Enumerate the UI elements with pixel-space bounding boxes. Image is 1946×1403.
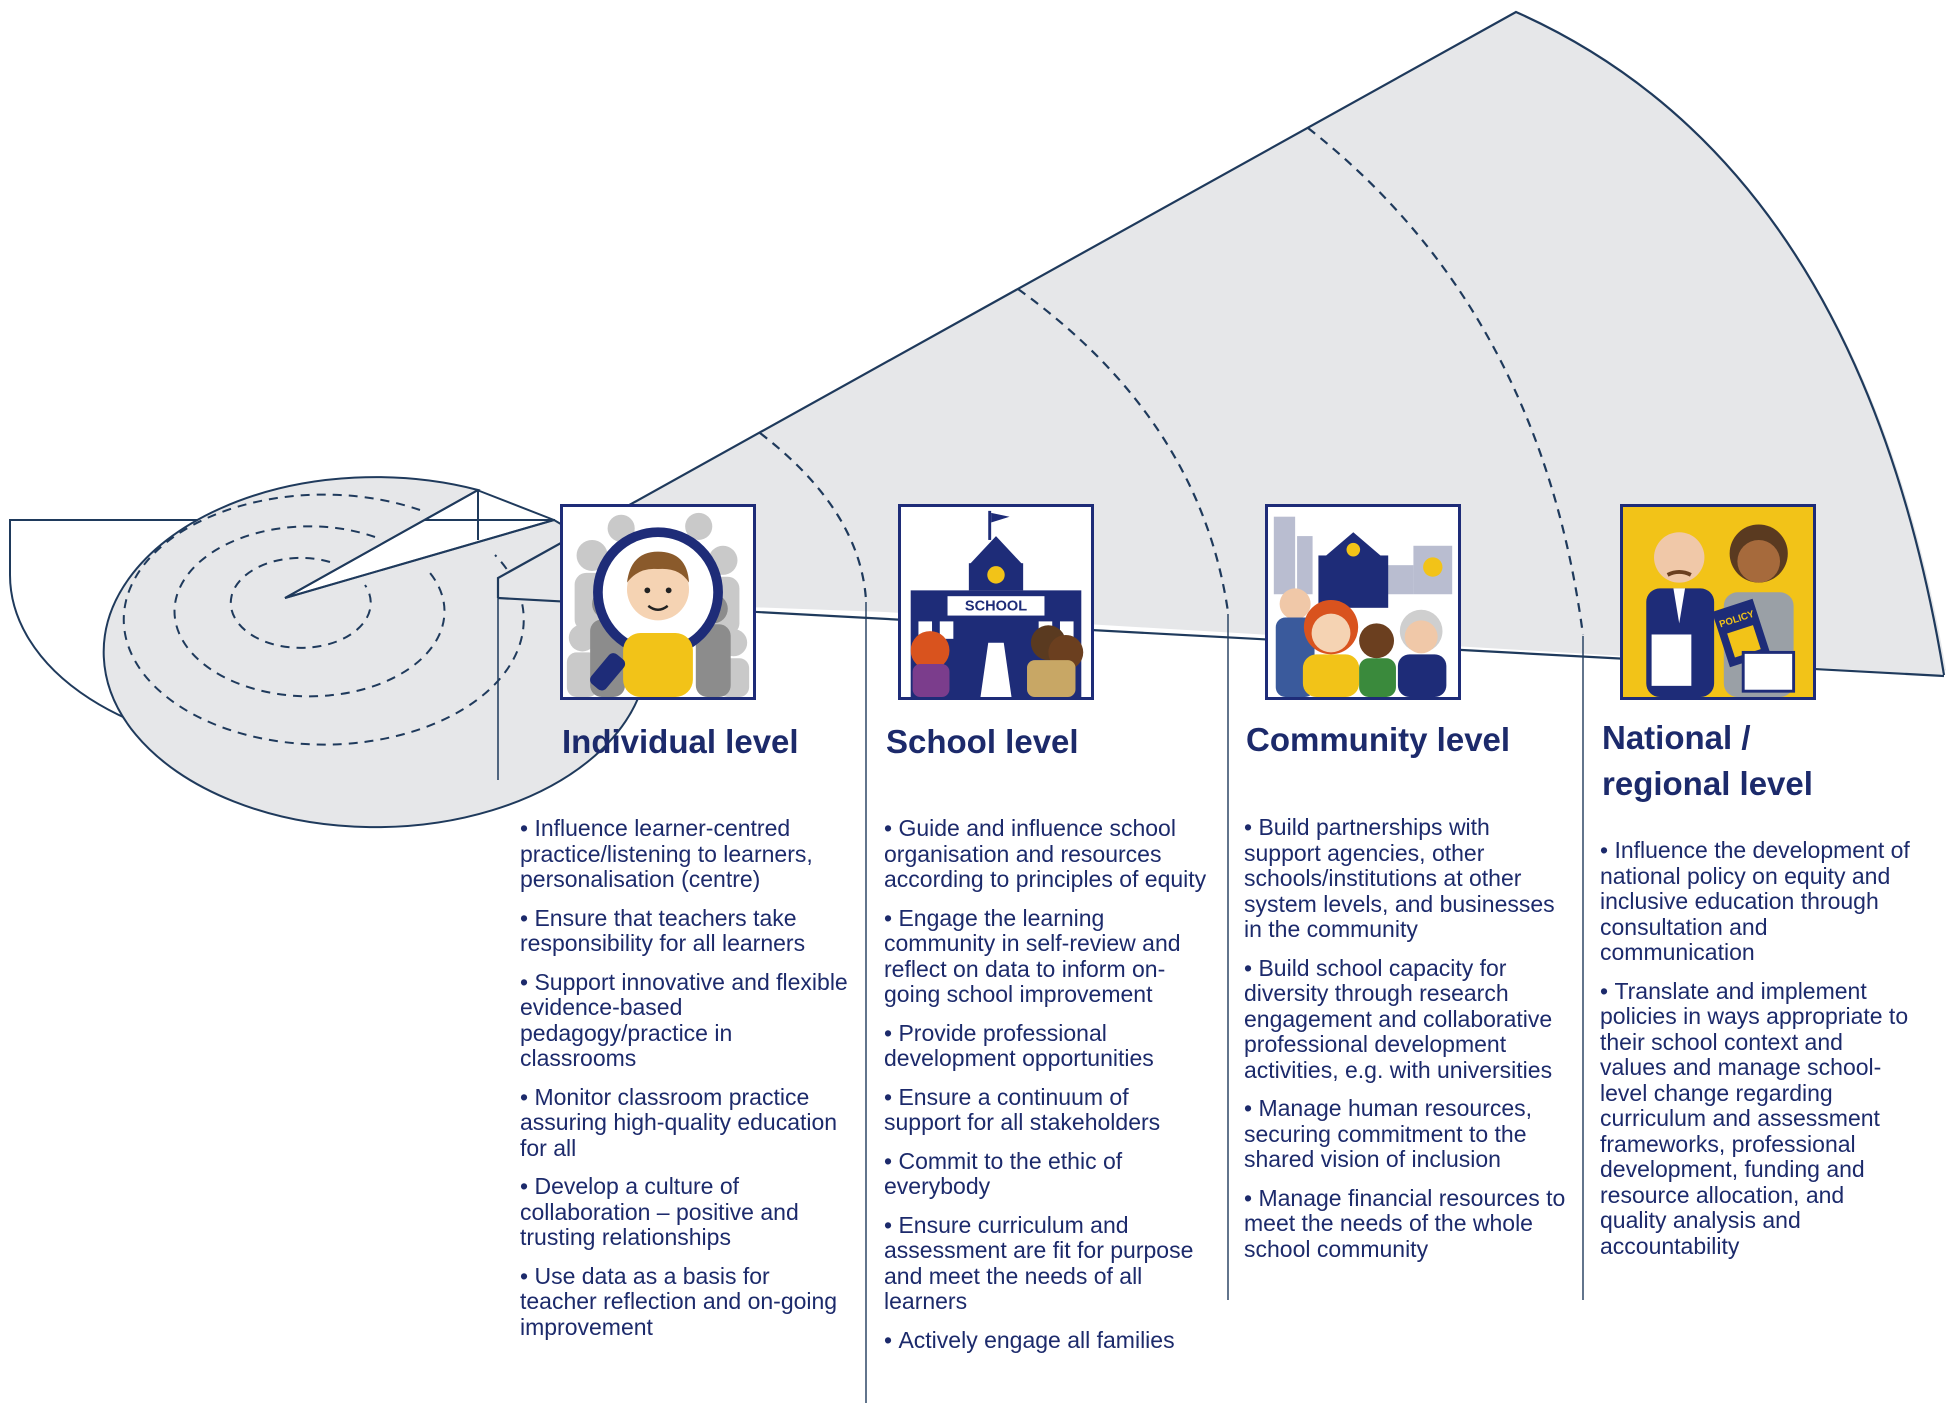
list-item: Manage financial resources to meet the n… [1244, 1185, 1569, 1263]
list-item: Support innovative and flexible evidence… [520, 969, 850, 1072]
individual-level-title: Individual level [562, 723, 799, 760]
list-item: Use data as a basis for teacher reflecti… [520, 1263, 850, 1341]
list-item: Influence learner-centred practice/liste… [520, 815, 850, 893]
individual-level-bullets: Influence learner-centred practice/liste… [520, 815, 850, 1353]
school-building-icon: SCHOOL [898, 504, 1094, 700]
list-item: Influence the development of national po… [1600, 837, 1910, 966]
national-level-title-line2: regional level [1602, 765, 1813, 802]
list-item: Actively engage all families [884, 1327, 1209, 1354]
list-item: Engage the learning community in self-re… [884, 905, 1209, 1008]
national-level-title-line1: National / [1602, 719, 1751, 756]
list-item: Provide professional development opportu… [884, 1020, 1209, 1072]
school-level-title: School level [886, 723, 1079, 760]
list-item: Manage human resources, securing commitm… [1244, 1095, 1569, 1173]
community-people-icon [1265, 504, 1461, 700]
community-level-title: Community level [1246, 721, 1511, 758]
list-item: Ensure a continuum of support for all st… [884, 1084, 1209, 1136]
school-level-bullets: Guide and influence school organisation … [884, 815, 1209, 1366]
national-level-bullets: Influence the development of national po… [1600, 837, 1910, 1272]
school-sign-text: SCHOOL [965, 599, 1027, 615]
list-item: Monitor classroom practice assuring high… [520, 1084, 850, 1162]
concentric-disc [9, 476, 649, 829]
list-item: Ensure that teachers take responsibility… [520, 905, 850, 957]
community-level-bullets: Build partnerships with support agencies… [1244, 814, 1569, 1275]
list-item: Build partnerships with support agencies… [1244, 814, 1569, 943]
list-item: Guide and influence school organisation … [884, 815, 1209, 893]
list-item: Build school capacity for diversity thro… [1244, 955, 1569, 1084]
policy-officials-icon: POLICY [1620, 504, 1816, 700]
expanding-wedge [496, 10, 1946, 1403]
national-level-title: National / regional level [1602, 715, 1813, 807]
list-item: Commit to the ethic of everybody [884, 1148, 1209, 1200]
magnifier-learner-icon [560, 504, 756, 700]
list-item: Translate and implement policies in ways… [1600, 978, 1910, 1260]
list-item: Ensure curriculum and assessment are fit… [884, 1212, 1209, 1315]
list-item: Develop a culture of collaboration – pos… [520, 1173, 850, 1251]
